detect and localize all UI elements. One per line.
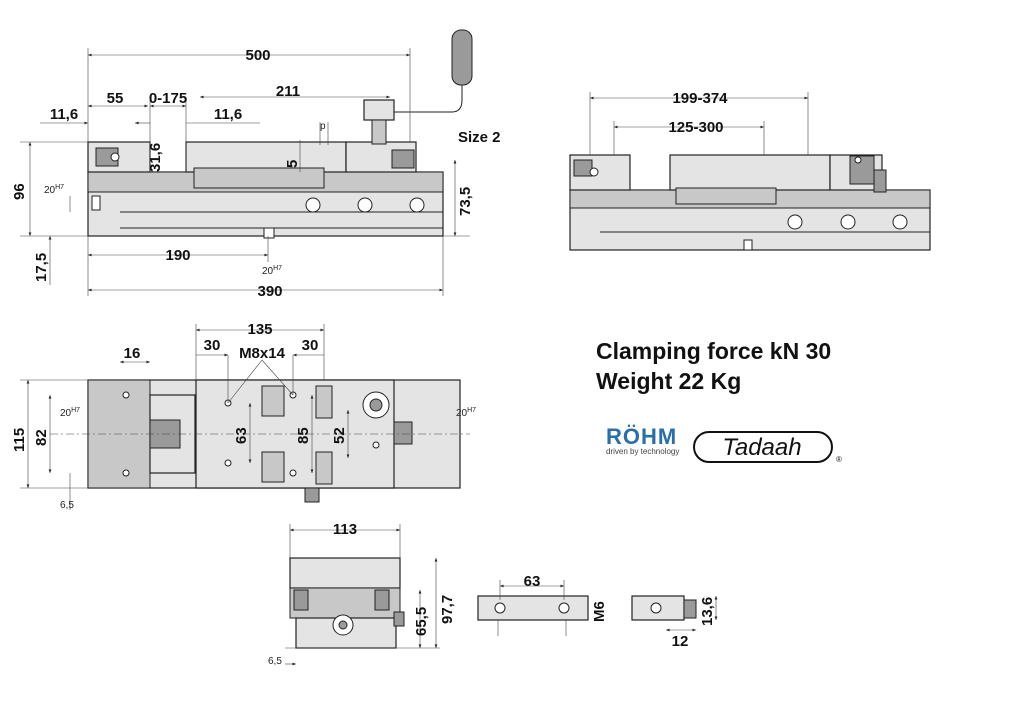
dim-11-6-right: 11,6 bbox=[214, 106, 242, 123]
fit-20-top-right: 20H7 bbox=[456, 407, 476, 419]
dim-113: 113 bbox=[333, 521, 357, 538]
rohm-name: RÖHM bbox=[606, 424, 678, 449]
dim-390: 390 bbox=[257, 283, 282, 300]
dim-97-7: 97,7 bbox=[439, 595, 456, 624]
dim-12: 12 bbox=[672, 633, 689, 650]
dim-211: 211 bbox=[276, 83, 300, 100]
tadaah-logo-frame bbox=[693, 431, 833, 463]
thread-m6: M6 bbox=[591, 601, 608, 622]
dim-30-right: 30 bbox=[302, 337, 319, 354]
dim-55: 55 bbox=[107, 90, 124, 107]
rohm-tagline: driven by technology bbox=[606, 447, 680, 456]
dim-0-175: 0-175 bbox=[149, 90, 187, 107]
dim-6-5-top: 6,5 bbox=[60, 500, 74, 511]
side-view: 500 55 0-175 211 11,6 11,6 p 31,6 5 96 7… bbox=[11, 29, 474, 300]
spec-block: Clamping force kN 30 Weight 22 Kg bbox=[596, 336, 831, 396]
dim-199-374: 199-374 bbox=[672, 90, 728, 107]
registered-mark: ® bbox=[836, 455, 842, 464]
dim-115: 115 bbox=[11, 428, 28, 452]
dim-500: 500 bbox=[245, 47, 270, 64]
dim-31-6: 31,6 bbox=[147, 143, 164, 172]
weight-label: Weight bbox=[596, 368, 673, 394]
dim-125-300: 125-300 bbox=[668, 119, 723, 136]
dim-6-5-front: 6,5 bbox=[268, 656, 282, 667]
dim-30-left: 30 bbox=[204, 337, 221, 354]
size-title: Size 2 bbox=[458, 129, 501, 146]
weight-line: Weight 22 Kg bbox=[596, 366, 831, 396]
dim-96: 96 bbox=[11, 183, 28, 200]
dim-5: 5 bbox=[284, 160, 301, 168]
thread-m8x14: M8x14 bbox=[239, 345, 286, 362]
dim-11-6-left: 11,6 bbox=[50, 106, 78, 123]
dim-13-6: 13,6 bbox=[699, 597, 716, 626]
dim-82: 82 bbox=[33, 429, 50, 446]
dim-63-top: 63 bbox=[233, 427, 250, 444]
dim-135: 135 bbox=[247, 321, 272, 338]
dim-16: 16 bbox=[124, 345, 141, 362]
fit-20-bottom: 20H7 bbox=[262, 265, 282, 277]
top-view: 135 30 30 M8x14 16 115 82 63 85 52 6,5 2… bbox=[11, 321, 476, 511]
dim-52: 52 bbox=[331, 427, 348, 444]
tadaah-name: Tadaah bbox=[722, 434, 801, 461]
jaw-views: 63 M6 12 13,6 bbox=[477, 573, 718, 650]
dim-p: p bbox=[320, 121, 326, 132]
tadaah-logo: Tadaah ® bbox=[693, 431, 842, 464]
rohm-logo: RÖHM driven by technology bbox=[606, 424, 679, 456]
fit-20-top-left: 20H7 bbox=[60, 407, 80, 419]
fit-20-left: 20H7 bbox=[44, 184, 64, 196]
weight-value: 22 Kg bbox=[678, 368, 742, 394]
dim-73-5: 73,5 bbox=[457, 187, 474, 216]
side-view-open: 199-374 125-300 bbox=[569, 90, 931, 251]
clamping-force: Clamping force kN 30 bbox=[596, 338, 832, 364]
front-view: 113 65,5 97,7 6,5 bbox=[268, 521, 456, 667]
dim-17-5: 17,5 bbox=[33, 253, 50, 282]
dim-63-jaw: 63 bbox=[524, 573, 541, 590]
dim-190: 190 bbox=[165, 247, 190, 264]
dim-85: 85 bbox=[295, 427, 312, 444]
dim-65-5: 65,5 bbox=[413, 607, 430, 636]
